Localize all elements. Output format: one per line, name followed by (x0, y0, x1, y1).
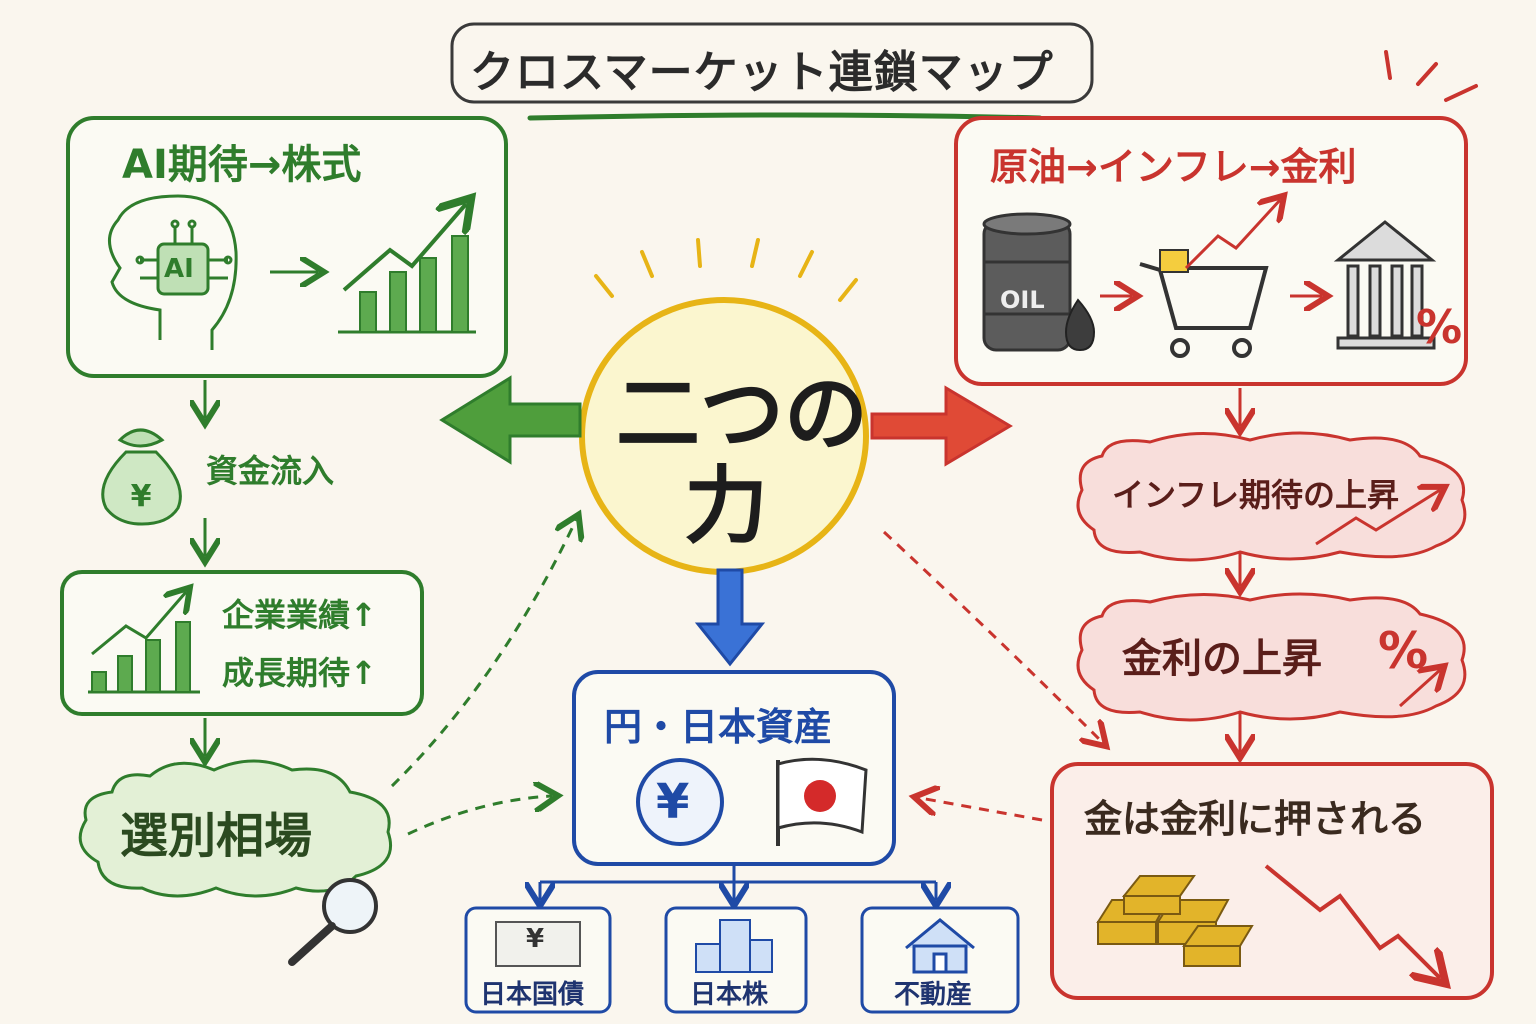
inflation-cloud (1076, 431, 1467, 562)
title-underline (527, 112, 1043, 121)
house-icon (905, 918, 975, 974)
cart-icon (1139, 249, 1269, 358)
rate-cloud (1076, 592, 1467, 722)
jstock-label: 日本株 (690, 980, 769, 1010)
alert-marks (1384, 50, 1478, 102)
page-title: クロスマーケット連鎖マップ (470, 47, 1054, 98)
selection-cloud (78, 759, 393, 898)
growth-label: 成長期待↑ (222, 654, 377, 692)
big-arrow-right (870, 385, 1013, 467)
bill-yen-symbol: ¥ (526, 924, 545, 954)
magnifier-icon (288, 878, 378, 966)
building-icon (695, 919, 773, 973)
ai-stock-box (66, 116, 508, 378)
sun-rays (594, 238, 858, 302)
dashed-arrow-to-yen (407, 796, 552, 836)
stock-chart-icon (338, 204, 476, 334)
ai-stock-header: AI期待→株式 (122, 142, 362, 188)
gold-bars-icon (1096, 875, 1254, 967)
price-up-arrow (1184, 200, 1280, 270)
bill-icon (495, 921, 581, 967)
earnings-box (60, 570, 424, 716)
capital-inflow-label: 資金流入 (206, 452, 335, 490)
dashed-arrow-gold-to-yen (920, 798, 1043, 822)
oil-label: OIL (1000, 286, 1045, 314)
rate-percent: % (1378, 622, 1429, 680)
oil-drop-icon (1064, 298, 1096, 352)
yen-coin-symbol: ¥ (656, 774, 690, 830)
inflation-expectation-label: インフレ期待の上昇 (1112, 476, 1400, 514)
earnings-label: 企業業績↑ (222, 596, 377, 634)
realestate-label: 不動産 (894, 980, 973, 1010)
yen-asset-header: 円・日本資産 (604, 705, 833, 749)
dashed-arrow-to-center (390, 520, 576, 788)
gold-down-arrow (1264, 864, 1440, 978)
yen-coin-icon (636, 758, 724, 846)
big-arrow-left (439, 375, 582, 465)
gold-pressure-label: 金は金利に押される (1084, 797, 1427, 841)
big-arrow-down (694, 568, 766, 667)
oil-barrel-icon (982, 212, 1072, 352)
bank-percent: % (1416, 300, 1463, 354)
jgb-label: 日本国債 (480, 980, 585, 1010)
oil-rate-box (954, 116, 1468, 386)
oil-rate-header: 原油→インフレ→金利 (990, 145, 1357, 189)
money-bag-yen: ¥ (131, 479, 152, 514)
money-bag-icon (101, 428, 182, 526)
title-frame (450, 22, 1094, 104)
rate-up-arrow (1398, 670, 1440, 708)
yen-asset-box (572, 670, 896, 866)
dashed-arrow-to-gold (882, 530, 1102, 742)
ai-head-icon (108, 194, 238, 350)
center-line-1: 二つの (616, 365, 869, 463)
rate-rise-label: 金利の上昇 (1122, 636, 1322, 682)
japan-flag-icon (776, 757, 868, 846)
bank-icon (1333, 220, 1437, 350)
selection-market-label: 選別相場 (120, 808, 313, 864)
yen-branch-lines (540, 864, 936, 902)
ai-chip-text: AI (164, 254, 194, 284)
center-line-2: 力 (683, 457, 768, 555)
inflation-up-arrow (1315, 490, 1440, 546)
